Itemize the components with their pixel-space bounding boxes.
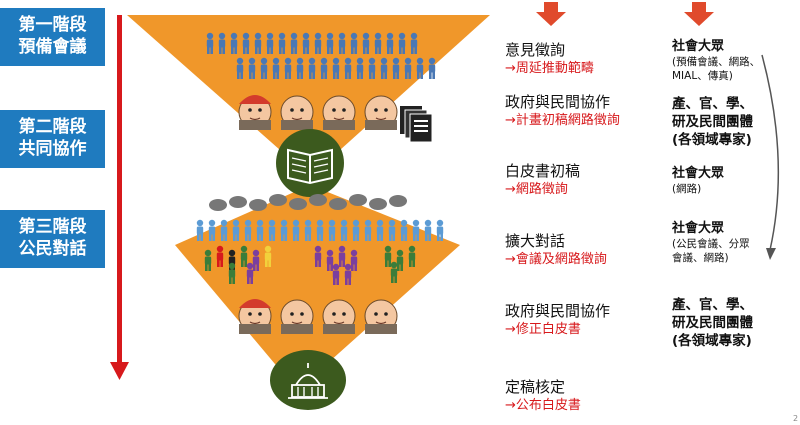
participant-5-detail-1: 研及民間團體 bbox=[672, 315, 753, 331]
participant-4-detail-2: 會議、網路) bbox=[672, 252, 729, 264]
step-5-sub: →修正白皮書 bbox=[505, 322, 581, 337]
page-number: 2 bbox=[793, 414, 798, 423]
step-3-title: 白皮書初稿 bbox=[505, 162, 581, 180]
step-6-sub: →公布白皮書 bbox=[505, 398, 581, 413]
step-1: 意見徵詢 →周延推動範疇 bbox=[505, 40, 670, 78]
participant-1-detail-1: (預備會議、網路、 bbox=[672, 56, 761, 68]
participant-4-detail-1: (公民會議、分眾 bbox=[672, 238, 750, 250]
step-4-title: 擴大對話 bbox=[505, 232, 566, 250]
step-5: 政府與民間協作 →修正白皮書 bbox=[505, 301, 670, 339]
stage-3-line1: 第三階段 bbox=[18, 217, 87, 237]
stage-2-line1: 第二階段 bbox=[18, 117, 87, 137]
participant-2-detail-2: (各領域專家) bbox=[672, 132, 752, 148]
stakeholder-faces-top bbox=[238, 95, 398, 131]
step-4-sub: →會議及網路徵詢 bbox=[505, 252, 607, 267]
step-4: 擴大對話 →會議及網路徵詢 bbox=[505, 231, 670, 269]
book-icon bbox=[276, 129, 344, 197]
stage-3-line2: 公民對話 bbox=[18, 239, 87, 259]
participant-1-detail-2: MIAL、傳真) bbox=[672, 70, 733, 82]
curved-arrow-icon bbox=[761, 54, 780, 260]
speech-bubble-icon bbox=[209, 194, 407, 211]
capitol-building-icon bbox=[270, 350, 346, 410]
participant-1-main: 社會大眾 bbox=[672, 39, 725, 54]
step-5-title: 政府與民間協作 bbox=[505, 302, 611, 320]
participant-3-detail-1: (網路) bbox=[672, 183, 702, 195]
participant-3: 社會大眾 (網路) bbox=[672, 165, 790, 196]
stage-box-1: 第一階段 預備會議 bbox=[0, 8, 105, 66]
participant-2: 產、官、學、 研及民間團體 (各領域專家) bbox=[672, 95, 790, 149]
stage-1-line2: 預備會議 bbox=[18, 37, 87, 57]
participant-5: 產、官、學、 研及民間團體 (各領域專家) bbox=[672, 296, 790, 350]
participant-5-detail-2: (各領域專家) bbox=[672, 333, 752, 349]
step-2-title: 政府與民間協作 bbox=[505, 93, 611, 111]
down-arrow-icon bbox=[536, 2, 714, 26]
stage-box-2: 第二階段 共同協作 bbox=[0, 110, 105, 168]
step-6-title: 定稿核定 bbox=[505, 378, 566, 396]
participant-2-main: 產、官、學、 bbox=[672, 96, 753, 112]
step-6: 定稿核定 →公布白皮書 bbox=[505, 377, 670, 415]
step-2-sub: →計畫初稿網路徵詢 bbox=[505, 113, 620, 128]
stage-1-line1: 第一階段 bbox=[18, 15, 87, 35]
bottom-funnel bbox=[175, 185, 460, 370]
stage-box-3: 第三階段 公民對話 bbox=[0, 210, 105, 268]
participant-2-detail-1: 研及民間團體 bbox=[672, 114, 753, 130]
timeline-arrow-icon bbox=[110, 15, 129, 380]
participant-3-main: 社會大眾 bbox=[672, 166, 725, 181]
documents-icon bbox=[400, 106, 433, 143]
participant-5-main: 產、官、學、 bbox=[672, 297, 753, 313]
step-1-title: 意見徵詢 bbox=[505, 41, 566, 59]
step-2: 政府與民間協作 →計畫初稿網路徵詢 bbox=[505, 92, 670, 130]
stage-2-line2: 共同協作 bbox=[18, 139, 87, 159]
participant-1: 社會大眾 (預備會議、網路、 MIAL、傳真) bbox=[672, 38, 790, 83]
participant-4: 社會大眾 (公民會議、分眾 會議、網路) bbox=[672, 220, 790, 265]
participant-4-main: 社會大眾 bbox=[672, 221, 725, 236]
step-3-sub: →網路徵詢 bbox=[505, 182, 568, 197]
stakeholder-faces-bottom bbox=[238, 299, 398, 335]
step-3: 白皮書初稿 →網路徵詢 bbox=[505, 161, 670, 199]
step-1-sub: →周延推動範疇 bbox=[505, 61, 594, 76]
